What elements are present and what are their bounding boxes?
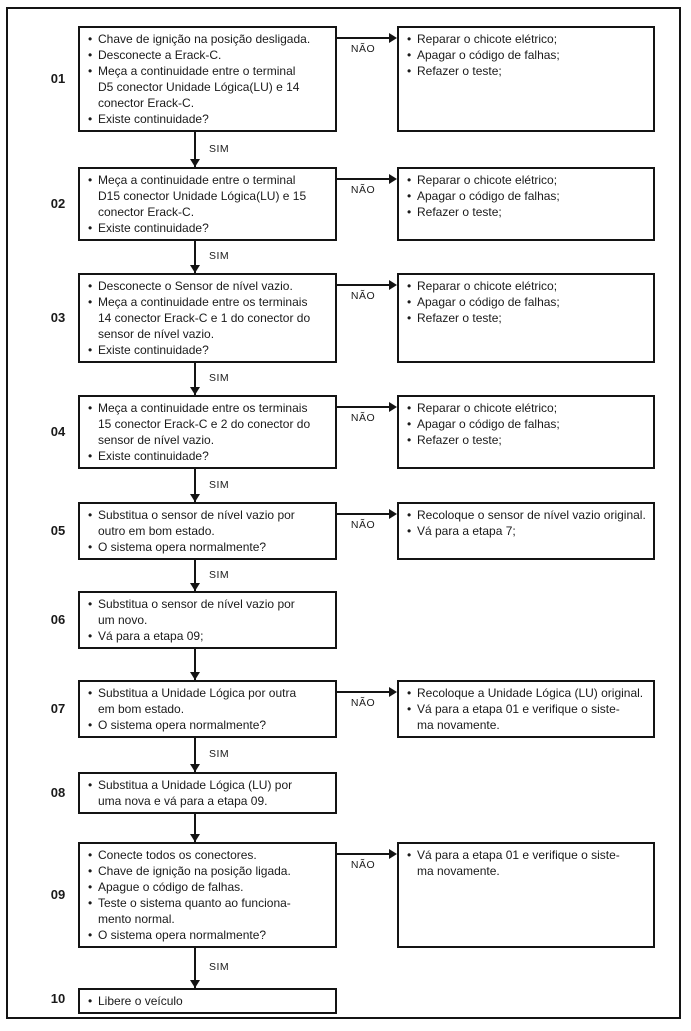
bullet-item: Apagar o código de falhas; [404,416,649,432]
bullet-item: Meça a continuidade entre os terminais 1… [85,294,331,342]
step-04-number: 04 [50,424,66,439]
bullet-item: Chave de ignição na posição ligada. [85,863,331,879]
nao-arrow-01: NÃO [337,33,397,55]
sim-label: SIM [209,142,230,155]
sim-label: SIM [209,961,230,973]
bullet-item: Meça a continuidade entre o terminal D15… [85,172,331,220]
sim-arrow-02: SIM [190,241,229,273]
sim-arrow-07: SIM [190,738,229,772]
step-06-number: 06 [50,612,66,627]
nao-arrow-07: NÃO [337,687,397,709]
sim-label: SIM [209,372,230,384]
step-01-no-box: Reparar o chicote elétrico; Apagar o cód… [397,26,655,132]
sim-arrow-04: SIM [190,469,229,502]
step-03-number: 03 [50,310,66,325]
bullet-item: O sistema opera normalmente? [85,539,331,555]
bullet-item: Reparar o chicote elétrico; [404,31,649,47]
bullet-item: Vá para a etapa 01 e verifique o siste- … [404,701,649,733]
bullet-item: Vá para a etapa 09; [85,628,331,644]
bullet-item: Existe continuidade? [85,342,331,358]
bullet-item: Chave de ignição na posição desligada. [85,31,331,47]
step-03-box: Desconecte o Sensor de nível vazio. Meça… [78,273,337,363]
sim-label: SIM [209,568,230,581]
bullet-item: Refazer o teste; [404,432,649,448]
step-02-box: Meça a continuidade entre o terminal D15… [78,167,337,241]
nao-label: NÃO [350,184,376,196]
step-09-no-box: Vá para a etapa 01 e verifique o siste- … [397,842,655,948]
nao-arrow-03: NÃO [337,280,397,302]
nao-arrow-05: NÃO [337,509,397,531]
bullet-item: O sistema opera normalmente? [85,927,331,943]
sim-label: SIM [209,748,230,760]
nao-arrow-04: NÃO [337,402,397,424]
bullet-item: Reparar o chicote elétrico; [404,400,649,416]
bullet-item: Apagar o código de falhas; [404,294,649,310]
bullet-item: Desconecte o Sensor de nível vazio. [85,278,331,294]
bullet-item: Existe continuidade? [85,448,331,464]
step-05-box: Substitua o sensor de nível vazio por ou… [78,502,337,560]
bullet-item: Substitua a Unidade Lógica (LU) por uma … [85,777,331,809]
bullet-item: Apague o código de falhas. [85,879,331,895]
nao-label: NÃO [350,412,376,424]
down-arrow-08 [190,814,200,842]
bullet-item: Recoloque a Unidade Lógica (LU) original… [404,685,649,701]
bullet-item: Apagar o código de falhas; [404,47,649,63]
step-01-box: Chave de ignição na posição desligada. D… [78,26,337,132]
bullet-item: Existe continuidade? [85,220,331,236]
sim-label: SIM [209,250,230,262]
bullet-item: Reparar o chicote elétrico; [404,172,649,188]
step-07-box: Substitua a Unidade Lógica por outra em … [78,680,337,738]
step-10-box: Libere o veículo [78,988,337,1014]
nao-label: NÃO [350,290,376,302]
bullet-item: Conecte todos os conectores. [85,847,331,863]
step-10-number: 10 [50,991,66,1006]
step-04-no-box: Reparar o chicote elétrico; Apagar o cód… [397,395,655,469]
nao-arrow-02: NÃO [337,174,397,196]
bullet-item: Substitua o sensor de nível vazio por ou… [85,507,331,539]
step-04-box: Meça a continuidade entre os terminais 1… [78,395,337,469]
step-09-box: Conecte todos os conectores. Chave de ig… [78,842,337,948]
bullet-item: O sistema opera normalmente? [85,717,331,733]
sim-arrow-05: SIM [190,560,229,591]
bullet-item: Existe continuidade? [85,111,331,127]
bullet-item: Meça a continuidade entre o terminal D5 … [85,63,331,111]
bullet-item: Meça a continuidade entre os terminais 1… [85,400,331,448]
bullet-item: Substitua a Unidade Lógica por outra em … [85,685,331,717]
step-09-number: 09 [50,887,66,902]
step-02-no-box: Reparar o chicote elétrico; Apagar o cód… [397,167,655,241]
step-02-number: 02 [50,196,66,211]
sim-label: SIM [209,478,230,491]
nao-label: NÃO [350,519,376,531]
nao-arrow-09: NÃO [337,849,397,871]
bullet-item: Vá para a etapa 01 e verifique o siste- … [404,847,649,879]
sim-arrow-09: SIM [190,948,229,988]
step-05-number: 05 [50,523,66,538]
bullet-item: Substitua o sensor de nível vazio por um… [85,596,331,628]
sim-arrow-03: SIM [190,363,229,395]
step-05-no-box: Recoloque o sensor de nível vazio origin… [397,502,655,560]
down-arrow-06 [190,649,200,680]
step-07-no-box: Recoloque a Unidade Lógica (LU) original… [397,680,655,738]
bullet-item: Libere o veículo [85,993,331,1009]
step-06-box: Substitua o sensor de nível vazio por um… [78,591,337,649]
flowchart-border [6,7,681,1019]
sim-arrow-01: SIM [190,132,229,167]
bullet-item: Recoloque o sensor de nível vazio origin… [404,507,649,523]
bullet-item: Refazer o teste; [404,310,649,326]
bullet-item: Refazer o teste; [404,63,649,79]
step-08-number: 08 [50,785,66,800]
nao-label: NÃO [350,43,376,55]
bullet-item: Teste o sistema quanto ao funciona- ment… [85,895,331,927]
bullet-item: Reparar o chicote elétrico; [404,278,649,294]
bullet-item: Apagar o código de falhas; [404,188,649,204]
step-01-number: 01 [50,71,66,86]
nao-label: NÃO [350,697,376,709]
bullet-item: Vá para a etapa 7; [404,523,649,539]
step-03-no-box: Reparar o chicote elétrico; Apagar o cód… [397,273,655,363]
bullet-item: Desconecte a Erack-C. [85,47,331,63]
step-07-number: 07 [50,701,66,716]
nao-label: NÃO [350,859,376,871]
step-08-box: Substitua a Unidade Lógica (LU) por uma … [78,772,337,814]
bullet-item: Refazer o teste; [404,204,649,220]
